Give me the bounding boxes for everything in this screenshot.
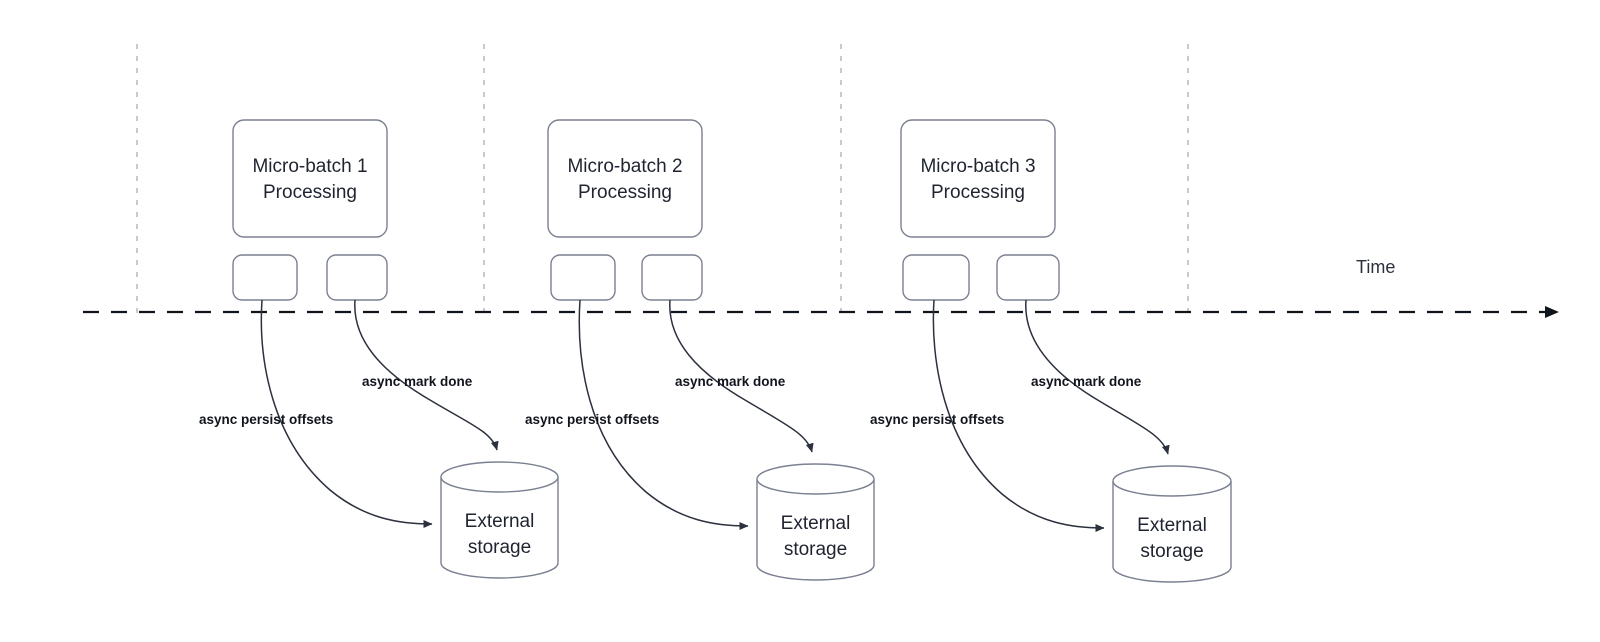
storage-cylinder-2-line2: storage [784, 539, 847, 560]
mini-box-persist-1[interactable] [232, 254, 298, 301]
mini-box-markdone-3[interactable] [996, 254, 1060, 301]
mini-box-markdone-2[interactable] [641, 254, 703, 301]
tick-lines [136, 44, 1189, 313]
label-mark-done-2: async mark done [675, 374, 786, 389]
batch-box-1[interactable] [232, 119, 388, 238]
curve-persist-offsets-1 [260, 299, 433, 528]
batch-box-3-line2: Processing [931, 182, 1025, 203]
label-mark-done-3: async mark done [1031, 374, 1142, 389]
batch-box-1-line1: Micro-batch 1 [252, 156, 367, 177]
storage-cylinder-1-top [440, 461, 559, 493]
batch-box-2[interactable] [547, 119, 703, 238]
batch-box-2-line2: Processing [578, 182, 672, 203]
storage-cylinder-2[interactable]: External storage [756, 463, 875, 581]
storage-cylinder-3-line1: External [1137, 515, 1207, 536]
curve-mark-done-1 [354, 299, 499, 451]
batch-box-3-line1: Micro-batch 3 [920, 156, 1035, 177]
batch-box-2-line1: Micro-batch 2 [567, 156, 682, 177]
batch-box-3[interactable] [900, 119, 1056, 238]
storage-cylinder-2-top [756, 463, 875, 495]
batch-box-1-line2: Processing [263, 182, 357, 203]
label-mark-done-1: async mark done [362, 374, 473, 389]
curve-mark-done-3 [1025, 299, 1170, 455]
storage-cylinder-1[interactable]: External storage [440, 461, 559, 579]
mini-box-persist-2[interactable] [550, 254, 616, 301]
storage-cylinder-1-body [440, 477, 559, 579]
group-1: Micro-batch 1 Processing async mark done… [199, 119, 559, 579]
storage-cylinder-2-body [756, 479, 875, 581]
storage-cylinder-1-line1: External [465, 511, 535, 532]
mini-box-markdone-1[interactable] [326, 254, 388, 301]
label-persist-offsets-1: async persist offsets [199, 412, 333, 427]
group-3: Micro-batch 3 Processing async mark done… [870, 119, 1232, 583]
curve-mark-done-2 [669, 299, 814, 453]
label-persist-offsets-3: async persist offsets [870, 412, 1004, 427]
group-2: Micro-batch 2 Processing async mark done… [525, 119, 875, 581]
storage-cylinder-2-line1: External [781, 513, 851, 534]
curve-persist-offsets-2 [578, 299, 749, 530]
storage-cylinder-1-line2: storage [468, 537, 531, 558]
storage-cylinder-3-body [1112, 481, 1232, 583]
storage-cylinder-3-top [1112, 465, 1232, 497]
label-persist-offsets-2: async persist offsets [525, 412, 659, 427]
storage-cylinder-3[interactable]: External storage [1112, 465, 1232, 583]
mini-box-persist-3[interactable] [902, 254, 970, 301]
time-axis-label: Time [1356, 257, 1395, 277]
storage-cylinder-3-line2: storage [1140, 541, 1203, 562]
curve-persist-offsets-3 [932, 299, 1105, 532]
